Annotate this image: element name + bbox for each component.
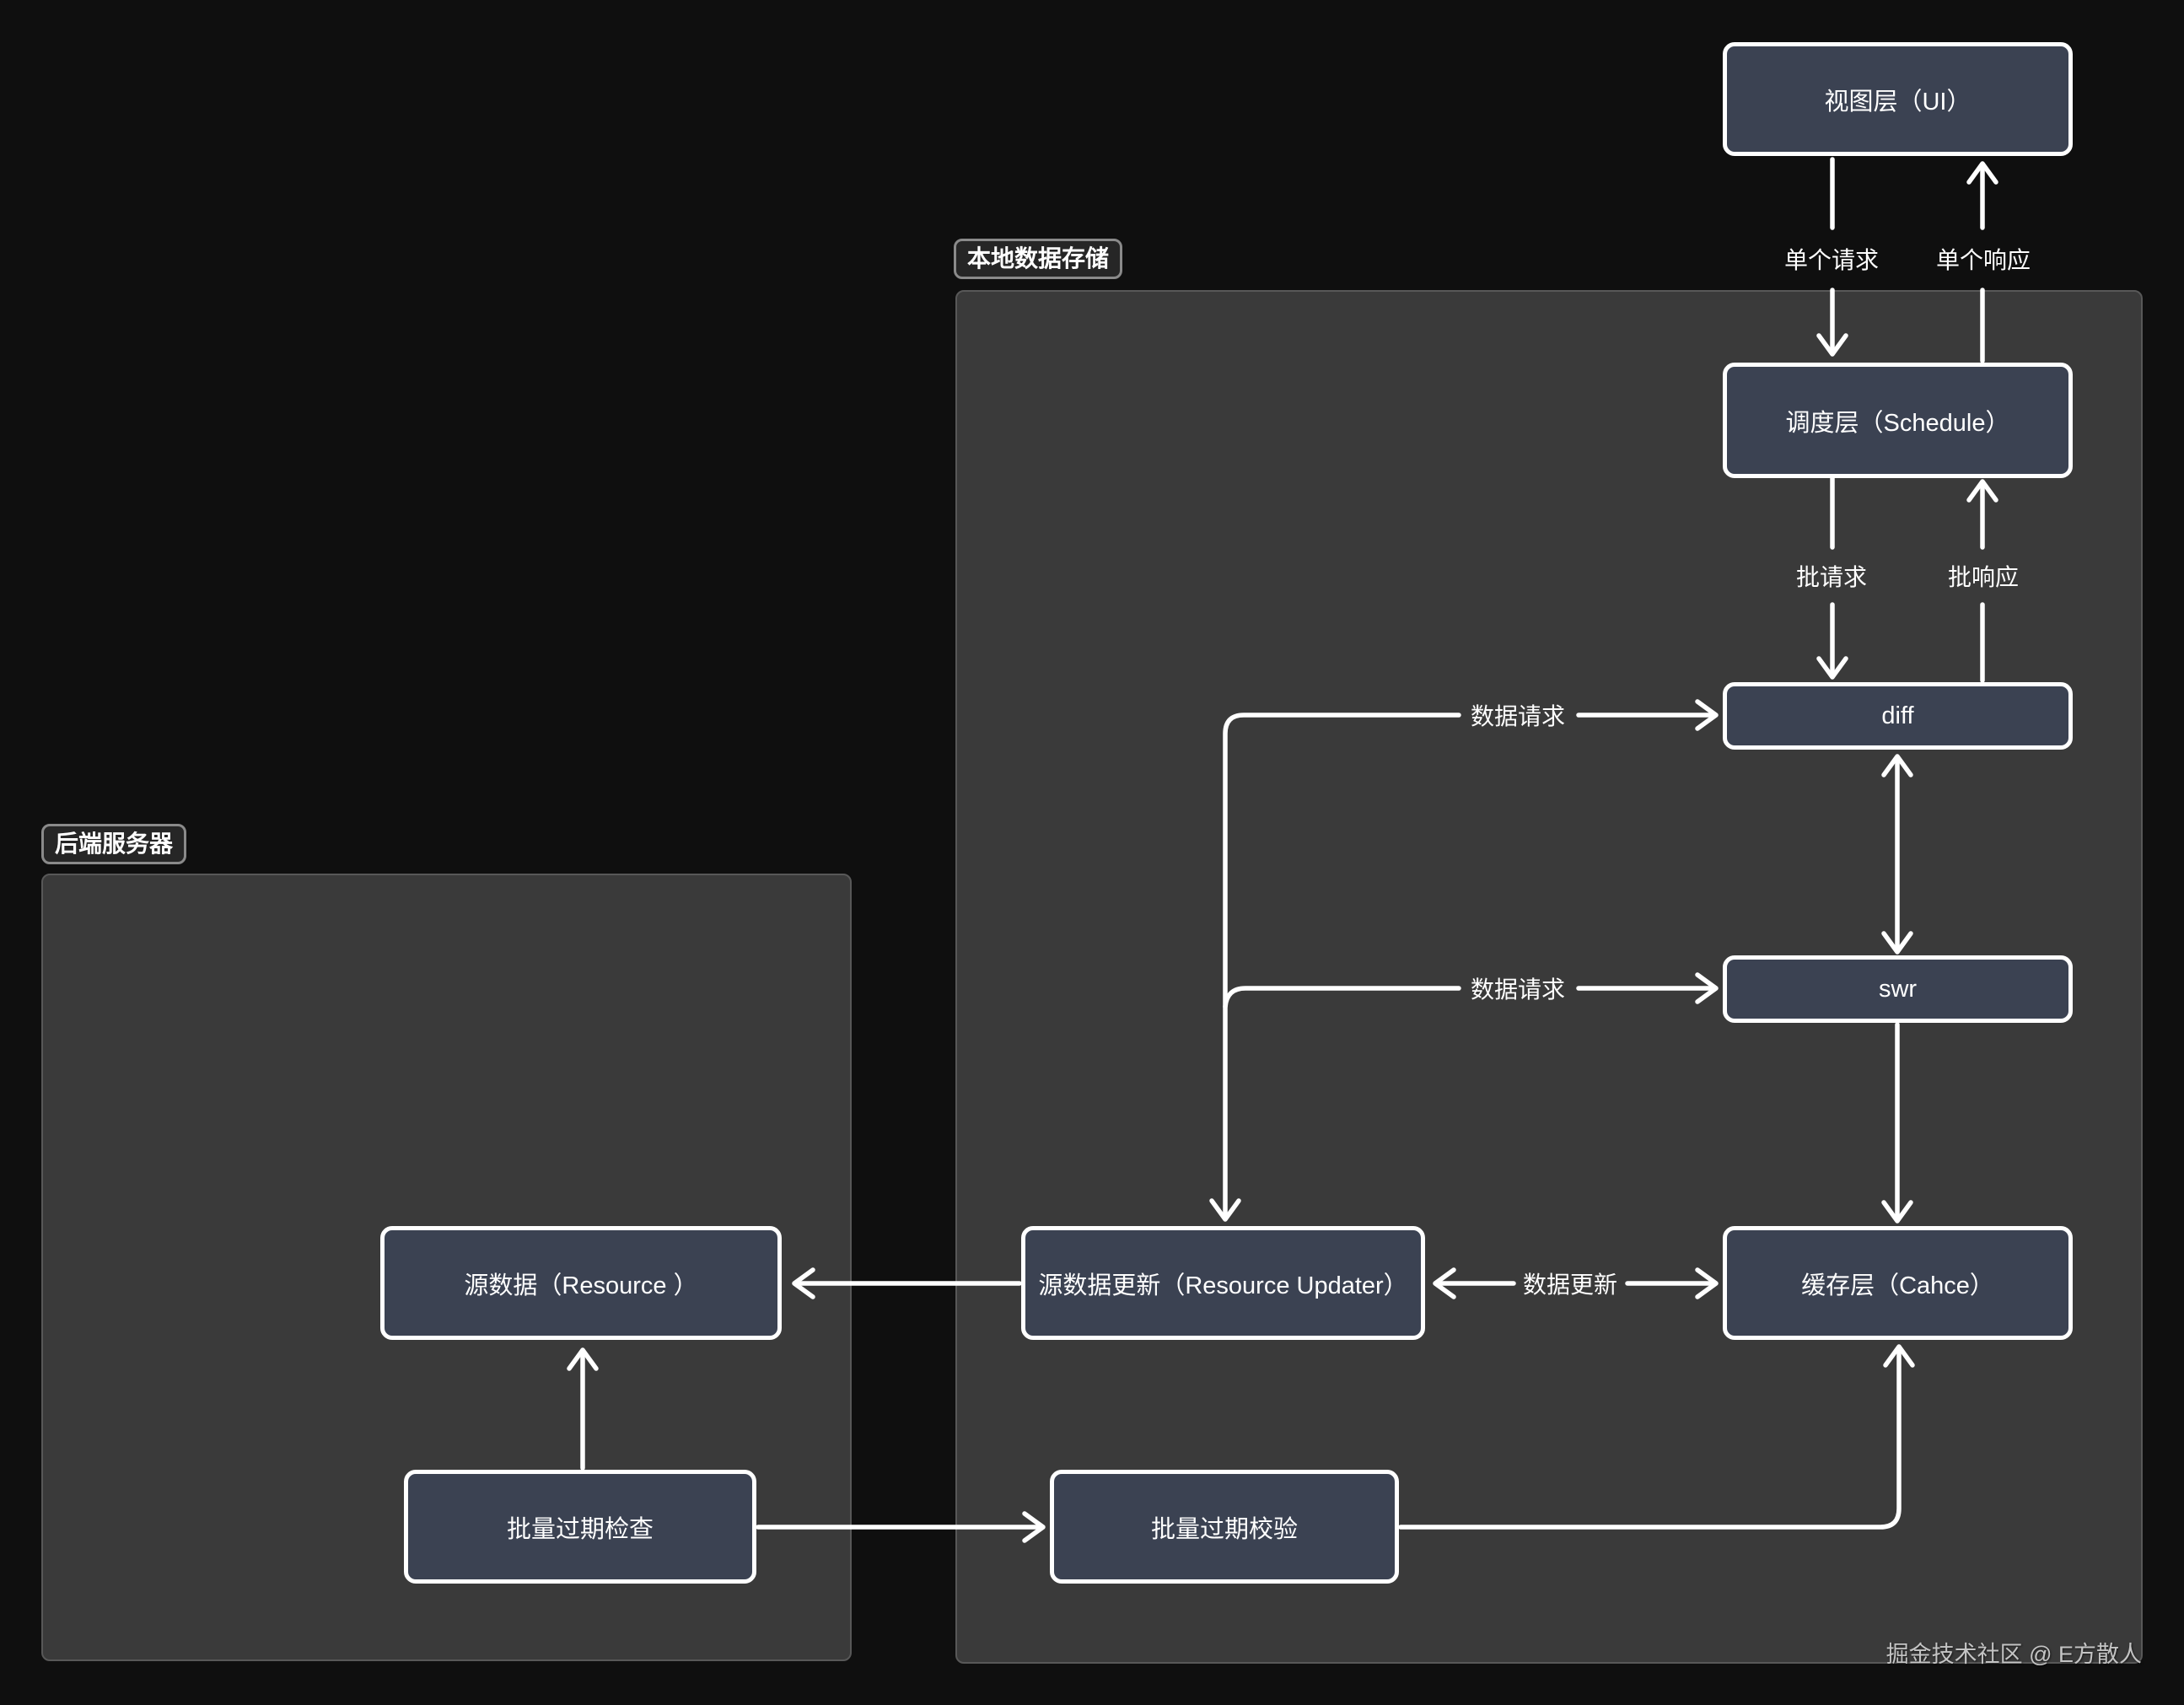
edge-diff-to-schedule bbox=[1966, 479, 1998, 683]
edge-schedule-to-diff bbox=[1816, 476, 1848, 680]
node-resource-updater: 源数据更新（Resource Updater） bbox=[1021, 1226, 1425, 1340]
node-schedule-layer: 调度层（Schedule） bbox=[1723, 363, 2073, 478]
node-batch-expire-check: 批量过期检查 bbox=[404, 1470, 756, 1584]
edge-label-single-request: 单个请求 bbox=[1783, 247, 1880, 273]
edge-label-data-update: 数据更新 bbox=[1522, 1272, 1618, 1298]
edge-data-request-to-diff bbox=[1576, 699, 1719, 731]
edge-label-batch-response: 批响应 bbox=[1947, 564, 2020, 590]
edge-swr-to-cache bbox=[1881, 1022, 1913, 1224]
edge-verify-to-cache bbox=[1398, 1344, 1915, 1530]
edge-updater-to-resource bbox=[792, 1267, 1022, 1299]
node-view-layer-ui: 视图层（UI） bbox=[1723, 42, 2073, 156]
edge-branch-to-resource-updater bbox=[1209, 713, 1461, 1222]
edge-label-data-request-lower: 数据请求 bbox=[1470, 976, 1566, 1003]
edge-schedule-to-ui bbox=[1966, 161, 1998, 363]
node-cache-layer: 缓存层（Cahce） bbox=[1723, 1226, 2073, 1340]
node-resource: 源数据（Resource ） bbox=[380, 1226, 782, 1340]
edge-diff-swr-bidirectional bbox=[1881, 754, 1913, 955]
node-batch-expire-verify: 批量过期校验 bbox=[1050, 1470, 1399, 1584]
badge-local-data-storage: 本地数据存储 bbox=[954, 239, 1123, 279]
edge-label-data-request-upper: 数据请求 bbox=[1470, 703, 1566, 729]
edge-label-batch-request: 批请求 bbox=[1795, 564, 1868, 590]
node-swr: swr bbox=[1723, 955, 2073, 1023]
node-diff: diff bbox=[1723, 682, 2073, 750]
watermark-text: 掘金技术社区 @ E方散人 bbox=[1885, 1642, 2142, 1667]
badge-backend-server: 后端服务器 bbox=[41, 824, 187, 864]
edge-check-to-verify bbox=[756, 1511, 1046, 1543]
edge-ui-to-schedule bbox=[1816, 157, 1848, 357]
edge-data-request-to-swr bbox=[1223, 972, 1719, 1009]
edge-data-update-updater-cache bbox=[1433, 1267, 1719, 1299]
edge-check-to-resource bbox=[567, 1347, 599, 1471]
edge-label-single-response: 单个响应 bbox=[1935, 247, 2031, 273]
